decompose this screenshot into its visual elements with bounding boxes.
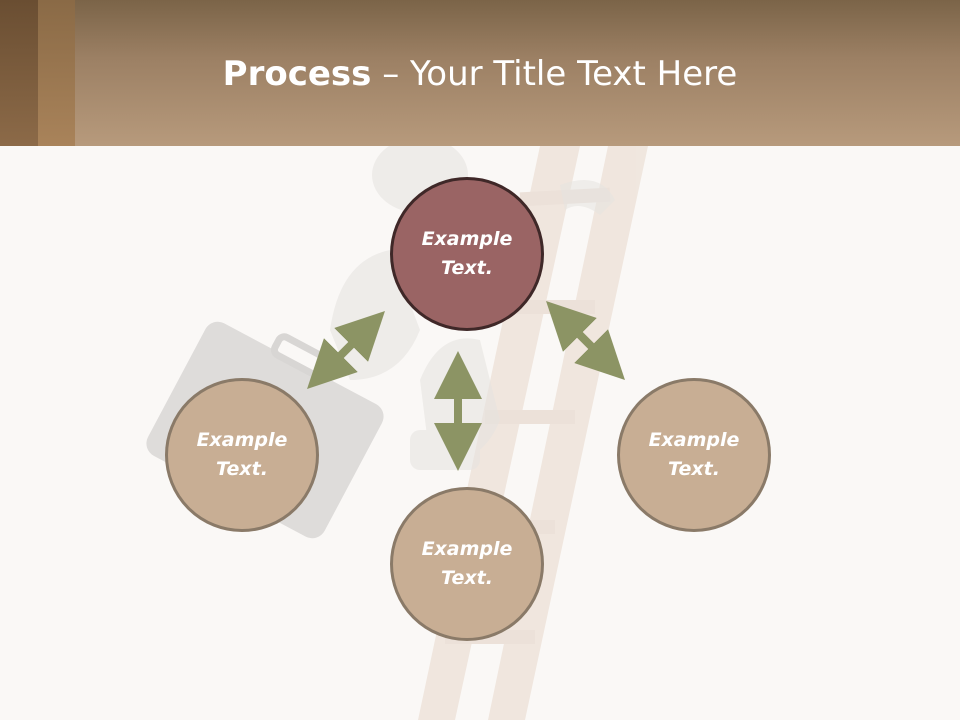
slide-header: Process – Your Title Text Here	[0, 0, 960, 146]
bottom-node[interactable]: Example Text.	[390, 487, 544, 641]
center-node-line2: Text.	[441, 257, 493, 279]
title-dash: –	[371, 54, 411, 94]
left-node[interactable]: Example Text.	[165, 378, 319, 532]
title-rest: Your Title Text Here	[410, 54, 738, 94]
title-bold-part: Process	[222, 54, 372, 94]
center-node-line1: Example	[421, 228, 513, 250]
header-accent-stripe	[0, 0, 38, 146]
bottom-node-line2: Text.	[441, 567, 493, 589]
bottom-node-line1: Example	[421, 538, 513, 560]
right-node[interactable]: Example Text.	[617, 378, 771, 532]
right-node-line2: Text.	[668, 458, 720, 480]
slide-title: Process – Your Title Text Here	[0, 52, 960, 96]
right-node-line1: Example	[648, 429, 740, 451]
arrow-top-to-right	[546, 301, 625, 380]
center-node[interactable]: Example Text.	[390, 177, 544, 331]
header-accent-stripe-light	[38, 0, 75, 146]
arrow-top-to-left	[307, 311, 385, 389]
left-node-line2: Text.	[216, 458, 268, 480]
left-node-line1: Example	[196, 429, 288, 451]
